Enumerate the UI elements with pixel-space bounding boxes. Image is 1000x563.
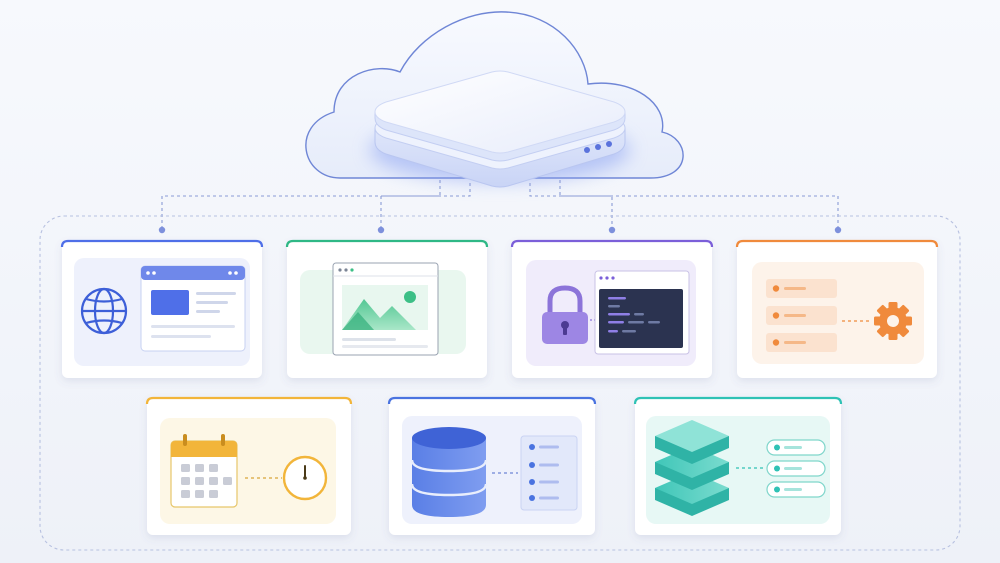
gear-icon (874, 302, 912, 340)
image-window-icon (332, 262, 439, 356)
storage-list-icon (766, 439, 826, 498)
cloud-hub (305, 11, 684, 188)
globe-icon (80, 287, 128, 335)
indicator-light (595, 144, 601, 150)
connector-lines (39, 180, 961, 551)
browser-window-icon (140, 265, 246, 352)
card-web-hosting[interactable] (60, 239, 264, 378)
connector-config (559, 180, 839, 228)
card-storage[interactable] (633, 396, 843, 535)
clock-icon (282, 455, 328, 501)
server-icon (374, 70, 626, 188)
stacked-layers-icon (655, 420, 729, 516)
padlock-icon (542, 285, 588, 344)
data-list-icon (520, 435, 578, 511)
card-database[interactable] (387, 396, 597, 535)
services-container-outline (39, 215, 961, 551)
connector-media (380, 183, 471, 228)
indicator-light (584, 147, 590, 153)
connector-web (161, 180, 441, 228)
card-configuration[interactable] (735, 239, 939, 378)
card-media-hosting[interactable] (285, 239, 489, 378)
image-icon (342, 291, 416, 330)
card-security[interactable] (510, 239, 714, 378)
calendar-icon (170, 434, 238, 508)
code-terminal-icon (594, 270, 690, 355)
card-scheduling[interactable] (145, 396, 353, 535)
settings-list-icon (766, 279, 837, 352)
database-icon (410, 427, 488, 517)
connector-nodes (158, 226, 842, 234)
indicator-light (606, 141, 612, 147)
